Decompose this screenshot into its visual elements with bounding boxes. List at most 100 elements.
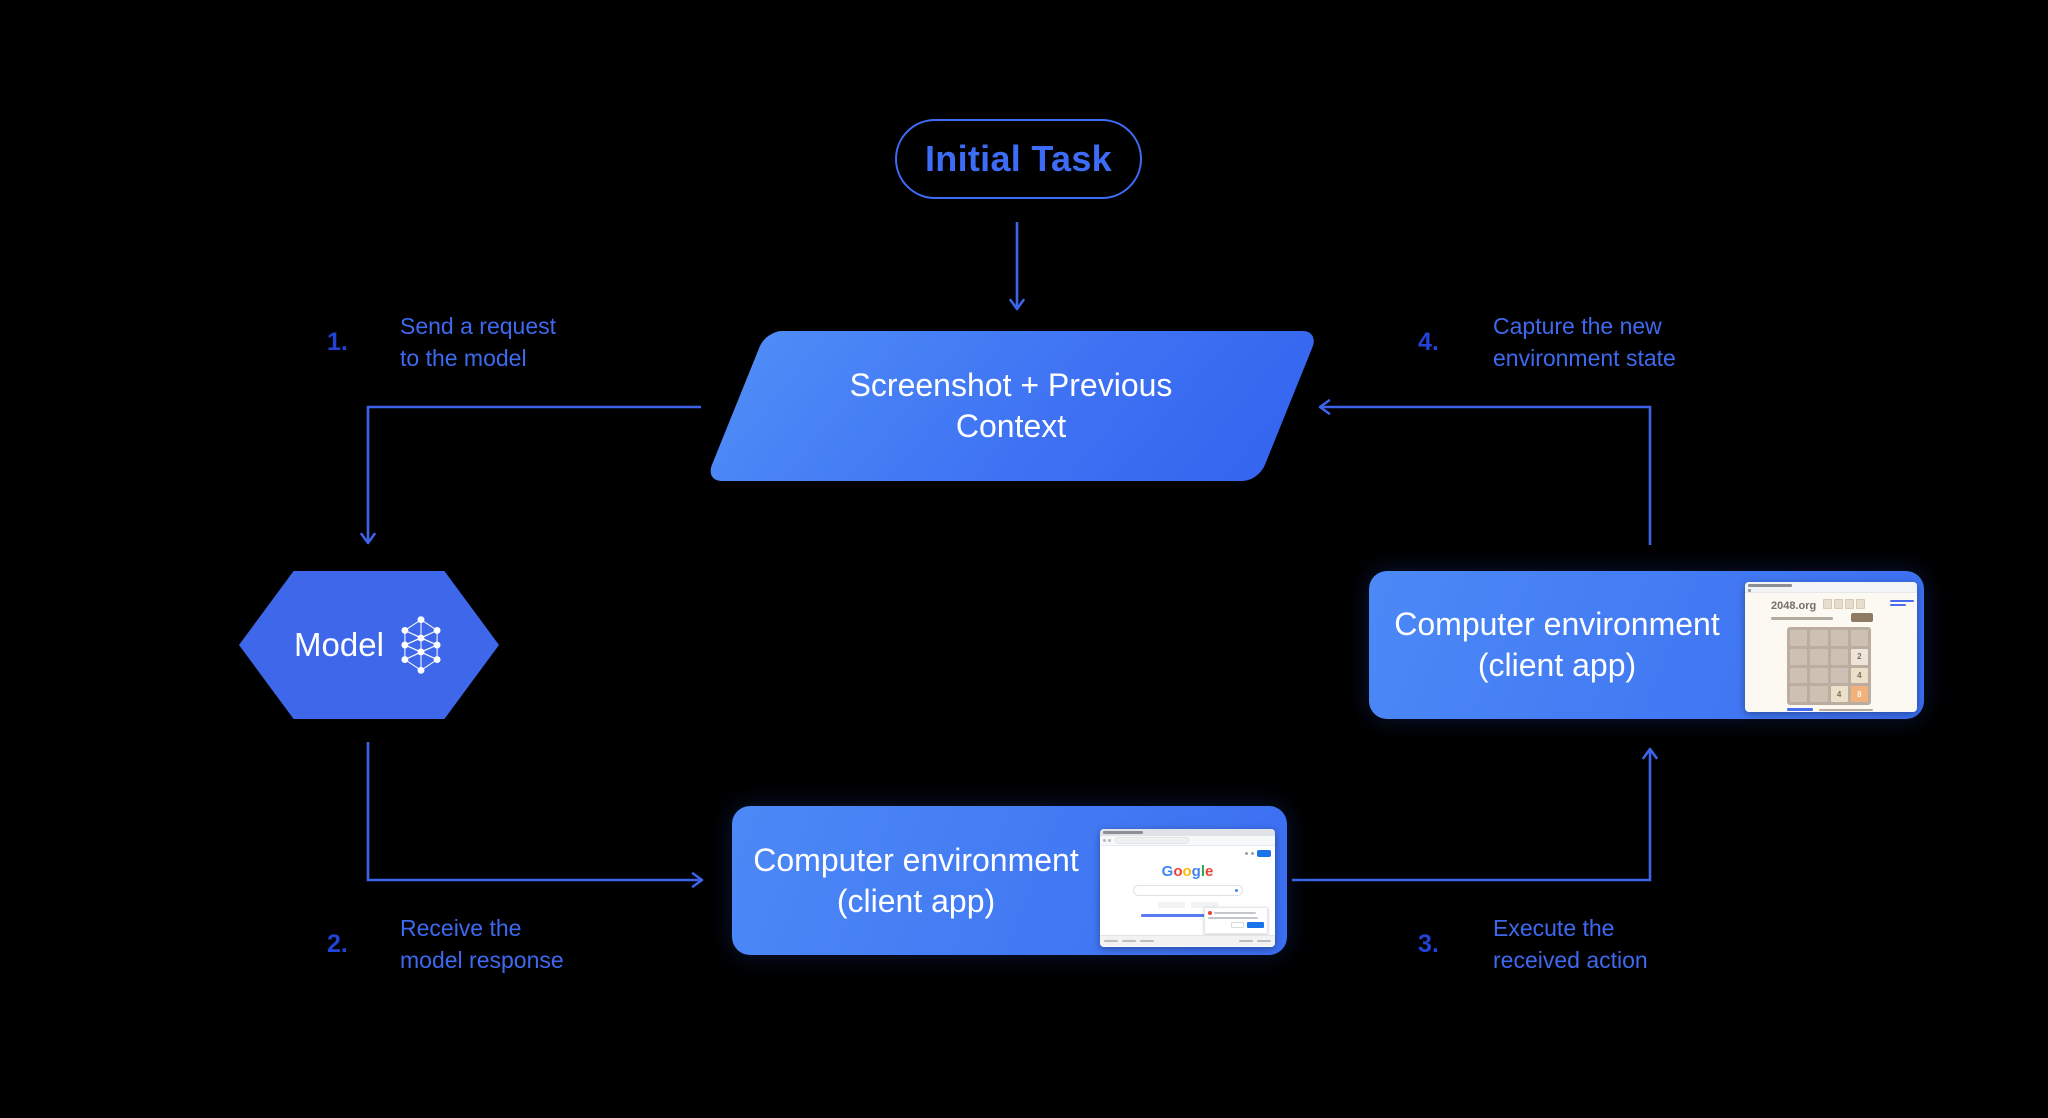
offered-languages-link <box>1140 914 1235 917</box>
step-4-label: Capture the new environment state <box>1493 310 1676 374</box>
step-4-line1: Capture the new <box>1493 313 1662 339</box>
step-2-line1: Receive the <box>400 915 522 941</box>
score-box <box>1823 599 1832 609</box>
mic-icon <box>1234 889 1238 892</box>
footer-link <box>1104 940 1118 942</box>
initial-task-node: Initial Task <box>895 119 1142 199</box>
grid-cell <box>1830 630 1848 646</box>
grid-cell <box>1790 667 1808 684</box>
grid-cell <box>1810 667 1828 684</box>
grid-cell <box>1790 630 1808 646</box>
dialog-text-line <box>1214 912 1256 914</box>
browser-tab-bar <box>1745 582 1917 593</box>
arrow-context-to-model <box>360 405 701 545</box>
subtitle-text <box>1771 617 1833 620</box>
env-bottom-line2: (client app) <box>836 882 996 919</box>
step-1-line2: to the model <box>400 345 527 371</box>
cookie-dialog <box>1204 907 1268 934</box>
grid-cell <box>1810 686 1828 702</box>
grid-cell <box>1830 648 1848 665</box>
sign-in-button <box>1257 850 1271 857</box>
step-2-number: 2. <box>327 930 348 958</box>
step-2-label: Receive the model response <box>400 912 564 976</box>
2048-grid: 2 4 4 8 <box>1787 627 1871 705</box>
grid-cell <box>1830 667 1848 684</box>
tile-4: 4 <box>1830 686 1848 702</box>
back-icon <box>1103 839 1106 842</box>
google-search-button <box>1157 902 1185 908</box>
browser-tab-bar <box>1100 829 1275 836</box>
footer-link <box>1122 940 1136 942</box>
google-homepage-thumbnail: Google <box>1100 829 1275 947</box>
google-logo: Google <box>1100 863 1275 880</box>
model-node: Model <box>239 571 499 719</box>
step-4-line2: environment state <box>1493 345 1676 371</box>
step-3-label: Execute the received action <box>1493 912 1648 976</box>
forward-icon <box>1108 839 1111 842</box>
logo-letter: o <box>1182 863 1192 880</box>
tile-2: 2 <box>1850 648 1868 665</box>
favicon <box>1748 589 1751 592</box>
header-link <box>1890 604 1906 606</box>
env-bottom-line1: Computer environment <box>753 841 1079 878</box>
step-3-number: 3. <box>1418 930 1439 958</box>
page-footer <box>1100 935 1275 946</box>
logo-letter: o <box>1173 863 1183 880</box>
dialog-icon <box>1208 911 1212 915</box>
arrow-env-to-env <box>1292 747 1658 882</box>
screenshot-context-line2: Context <box>955 408 1067 444</box>
logo-letter: G <box>1161 863 1174 880</box>
header-links <box>1890 600 1914 608</box>
new-game-button <box>1851 613 1873 622</box>
score-boxes <box>1823 599 1865 609</box>
tile-8: 8 <box>1850 686 1868 702</box>
score-box <box>1856 599 1865 609</box>
screenshot-context-line1: Screenshot + Previous <box>849 367 1173 403</box>
tile-4: 4 <box>1850 667 1868 684</box>
computer-environment-label: Computer environment (client app) <box>1369 571 1745 719</box>
arrow-model-to-env <box>366 742 704 888</box>
step-1-line1: Send a request <box>400 313 557 339</box>
page-top-right-controls <box>1245 850 1271 857</box>
2048-title: 2048.org <box>1771 600 1817 612</box>
step-3-line1: Execute the <box>1493 915 1615 941</box>
computer-environment-label: Computer environment (client app) <box>732 806 1100 955</box>
env-right-line1: Computer environment <box>1394 606 1720 642</box>
logo-letter: e <box>1205 863 1214 880</box>
step-2-line2: model response <box>400 947 564 973</box>
account-icon <box>1251 852 1254 855</box>
step-1-label: Send a request to the model <box>400 310 556 374</box>
step-1-number: 1. <box>327 328 348 356</box>
grid-cell <box>1810 630 1828 646</box>
search-bar <box>1132 885 1243 896</box>
screenshot-context-label: Screenshot + Previous Context <box>703 331 1319 481</box>
address-bar <box>1115 837 1189 844</box>
score-box <box>1834 599 1843 609</box>
initial-task-label: Initial Task <box>925 138 1112 179</box>
footer-link <box>1140 940 1154 942</box>
step-3-line2: received action <box>1493 947 1648 973</box>
dialog-primary-button <box>1247 922 1264 928</box>
grid-cell <box>1850 630 1868 646</box>
2048-page: 2048.org 2 4 4 <box>1745 593 1917 712</box>
browser-toolbar <box>1100 836 1275 846</box>
2048-game-thumbnail: 2048.org 2 4 4 <box>1745 582 1917 712</box>
footer-link <box>1239 940 1253 942</box>
footer-link <box>1787 708 1813 711</box>
score-box <box>1845 599 1854 609</box>
grid-cell <box>1790 686 1808 702</box>
feeling-lucky-button <box>1190 902 1218 908</box>
google-page: Google <box>1100 846 1275 946</box>
tab-title-text <box>1103 831 1143 834</box>
dialog-text-line <box>1208 917 1258 919</box>
grid-cell <box>1790 648 1808 665</box>
model-label: Model <box>294 626 384 663</box>
grid-cell <box>1810 648 1828 665</box>
search-buttons <box>1100 902 1275 908</box>
tab-title-text <box>1748 584 1792 587</box>
arrow-env-to-context <box>1318 399 1652 545</box>
logo-letter: g <box>1191 863 1201 880</box>
footer-text <box>1819 709 1873 711</box>
